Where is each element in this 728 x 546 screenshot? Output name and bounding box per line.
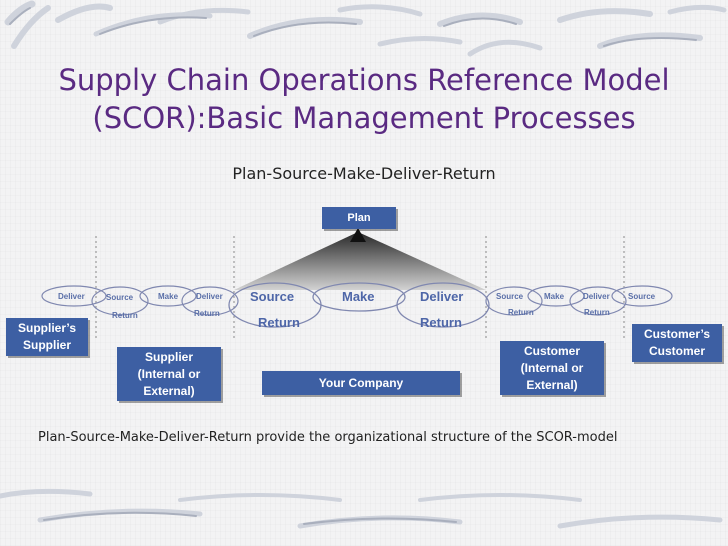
supplier-source-label: Source	[106, 293, 134, 302]
supplier-return-right-label: Return	[194, 309, 220, 318]
subtitle: Plan-Source-Make-Deliver-Return	[232, 164, 496, 183]
suppliers-supplier-box: Supplier’s Supplier	[6, 318, 88, 356]
company-ellipses	[228, 282, 490, 328]
company-return-right-label: Return	[420, 315, 462, 330]
supplier-chain-ellipses	[41, 285, 239, 316]
customer-make-label: Make	[544, 292, 565, 301]
company-source-label: Source	[250, 289, 295, 304]
customer-deliver-label: Deliver	[583, 292, 610, 301]
dashed-separators	[95, 236, 625, 338]
customer-source-outer-label: Source	[628, 292, 656, 301]
company-deliver-label: Deliver	[420, 289, 464, 304]
supplier-deliver-label: Deliver	[196, 292, 223, 301]
page-title-line-2: (SCOR):Basic Management Processes	[92, 101, 636, 135]
company-make-label: Make	[342, 289, 375, 304]
customer-return-left-label: Return	[508, 308, 534, 317]
supplier-box: Supplier (Internal or External)	[117, 347, 221, 401]
customer-chain-ellipses	[485, 285, 673, 316]
supplier-make-label: Make	[158, 292, 179, 301]
customer-box: Customer (Internal or External)	[500, 341, 604, 395]
caption: Plan-Source-Make-Deliver-Return provide …	[38, 430, 618, 445]
plan-box: Plan	[322, 207, 396, 229]
supplier-return-left-label: Return	[112, 311, 138, 320]
company-return-left-label: Return	[258, 315, 300, 330]
your-company-box: Your Company	[262, 371, 460, 395]
customers-customer-box: Customer’s Customer	[632, 324, 722, 362]
customer-return-right-label: Return	[584, 308, 610, 317]
plan-fan-arrow	[234, 228, 486, 290]
supplier-deliver-outer-label: Deliver	[58, 292, 85, 301]
page-title-line-1: Supply Chain Operations Reference Model	[58, 63, 670, 97]
customer-source-label: Source	[496, 292, 524, 301]
